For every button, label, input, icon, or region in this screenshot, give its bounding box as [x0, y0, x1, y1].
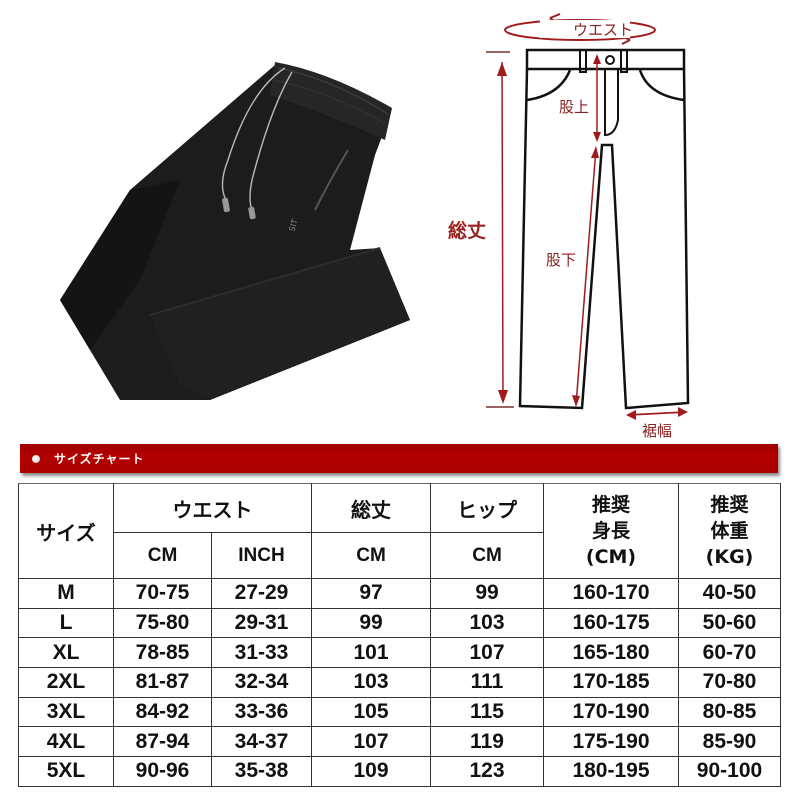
cell-waist-cm: 78-85 [113, 637, 212, 669]
cell-weight: 50-60 [678, 607, 781, 639]
cell-height: 165-180 [543, 637, 679, 669]
header-size: サイズ [18, 483, 114, 579]
cell-waist-inch: 27-29 [211, 578, 312, 609]
cell-hip: 123 [430, 756, 544, 787]
cell-waist-cm: 75-80 [113, 607, 212, 639]
cell-weight: 90-100 [678, 756, 781, 787]
cell-weight: 60-70 [678, 637, 781, 669]
table-row: 5XL 90-96 35-38 109 123 180-195 90-100 [18, 756, 781, 787]
table-row: 4XL 87-94 34-37 107 119 175-190 85-90 [18, 726, 781, 758]
product-photo: SIT [30, 20, 430, 420]
cell-size: 2XL [18, 667, 114, 698]
cell-weight: 80-85 [678, 696, 781, 728]
cell-waist-inch: 31-33 [211, 637, 312, 669]
measurement-diagram: ウエスト 股上 総丈 股下 裾幅 [430, 0, 760, 440]
label-hem-width: 裾幅 [642, 422, 673, 440]
table-row: XL 78-85 31-33 101 107 165-180 60-70 [18, 637, 781, 669]
header-weight-line2: 体重 [710, 520, 749, 542]
header-recommended-weight: 推奨 体重 (KG) [678, 483, 781, 579]
table-row: 2XL 81-87 32-34 103 111 170-185 70-80 [18, 667, 781, 698]
cell-hip: 119 [430, 726, 544, 758]
header-length: 総丈 [311, 483, 431, 533]
cell-weight: 85-90 [678, 726, 781, 758]
cell-length: 103 [311, 667, 431, 698]
cell-weight: 40-50 [678, 578, 781, 609]
pants-outline-icon [486, 13, 690, 420]
cell-waist-inch: 29-31 [211, 607, 312, 639]
cell-size: XL [18, 637, 114, 669]
cell-length: 107 [311, 726, 431, 758]
subheader-hip-cm: CM [430, 532, 544, 579]
subheader-waist-cm: CM [113, 532, 212, 579]
cell-waist-cm: 84-92 [113, 696, 212, 728]
cell-length: 109 [311, 756, 431, 787]
cell-waist-cm: 87-94 [113, 726, 212, 758]
table-header-row: サイズ ウエスト 総丈 ヒップ 推奨 身長 (CM) 推奨 体重 (KG) [18, 483, 781, 579]
header-waist: ウエスト [113, 483, 312, 533]
label-inseam: 股下 [546, 251, 577, 269]
cell-hip: 103 [430, 607, 544, 639]
cell-height: 160-170 [543, 578, 679, 609]
cell-waist-cm: 90-96 [113, 756, 212, 787]
svg-text:SIT: SIT [288, 218, 300, 232]
cell-waist-inch: 32-34 [211, 667, 312, 698]
header-height-line2: 身長 [591, 520, 630, 542]
cell-size: 4XL [18, 726, 114, 758]
pants-photo-icon: SIT [60, 62, 410, 400]
cell-hip: 107 [430, 637, 544, 669]
table-row: M 70-75 27-29 97 99 160-170 40-50 [18, 578, 781, 609]
cell-height: 170-190 [543, 696, 679, 728]
label-rise: 股上 [559, 98, 590, 116]
table-row: 3XL 84-92 33-36 105 115 170-190 80-85 [18, 696, 781, 728]
header-height-line1: 推奨 [591, 494, 630, 516]
cell-waist-cm: 81-87 [113, 667, 212, 698]
header-hip: ヒップ [430, 483, 544, 533]
cell-waist-inch: 33-36 [211, 696, 312, 728]
cell-length: 101 [311, 637, 431, 669]
size-table: サイズ ウエスト 総丈 ヒップ 推奨 身長 (CM) 推奨 体重 (KG) CM… [18, 483, 781, 787]
cell-size: 5XL [18, 756, 114, 787]
cell-height: 170-185 [543, 667, 679, 698]
cell-weight: 70-80 [678, 667, 781, 698]
banner-title: サイズチャート [54, 452, 145, 466]
cell-size: L [18, 607, 114, 639]
header-weight-unit: (KG) [705, 546, 754, 568]
cell-waist-inch: 35-38 [211, 756, 312, 787]
table-row: L 75-80 29-31 99 103 160-175 50-60 [18, 607, 781, 639]
header-weight-line1: 推奨 [710, 494, 749, 516]
cell-waist-cm: 70-75 [113, 578, 212, 609]
table-subheader-row: CM INCH CM CM [19, 532, 781, 579]
cell-hip: 115 [430, 696, 544, 728]
label-total-length: 総丈 [448, 220, 487, 242]
cell-waist-inch: 34-37 [211, 726, 312, 758]
cell-hip: 99 [430, 578, 544, 609]
subheader-waist-inch: INCH [211, 532, 312, 579]
size-chart-banner: サイズチャート [20, 444, 778, 473]
subheader-length-cm: CM [311, 532, 431, 579]
cell-length: 99 [311, 607, 431, 639]
cell-length: 105 [311, 696, 431, 728]
bullet-icon [32, 454, 40, 463]
cell-hip: 111 [430, 667, 544, 698]
header-height-unit: (CM) [585, 546, 637, 568]
cell-height: 160-175 [543, 607, 679, 639]
cell-length: 97 [311, 578, 431, 609]
label-waist: ウエスト [573, 21, 634, 39]
cell-height: 175-190 [543, 726, 679, 758]
cell-height: 180-195 [543, 756, 679, 787]
header-recommended-height: 推奨 身長 (CM) [543, 483, 679, 579]
cell-size: 3XL [18, 696, 114, 728]
cell-size: M [18, 578, 114, 609]
